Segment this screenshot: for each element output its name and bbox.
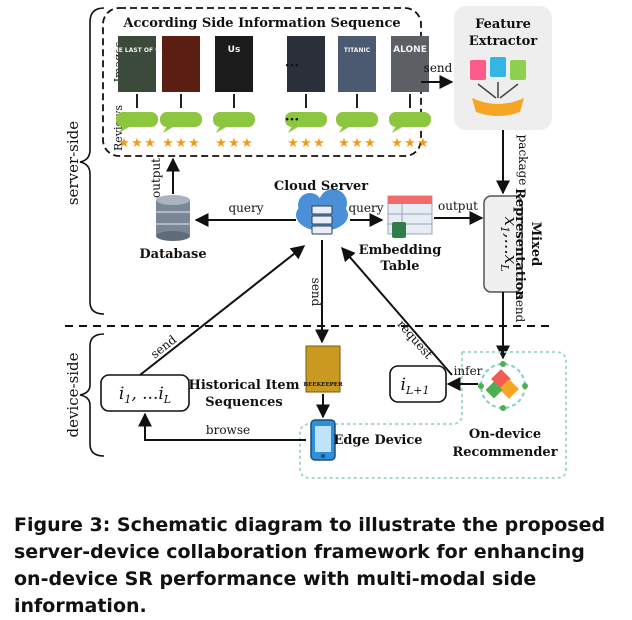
star-icon: ★ [300, 136, 312, 151]
star-icon: ★ [175, 136, 187, 151]
edge-query-database-label: query [228, 201, 263, 215]
edge-browse [138, 412, 306, 441]
star-icon: ★ [287, 136, 299, 151]
edge-package-label: package [516, 135, 530, 186]
star-icon: ★ [241, 136, 253, 151]
recommender-region [299, 351, 567, 479]
poster-6-title: ALONE [393, 45, 427, 55]
embedding-table-icon [387, 195, 433, 238]
edge-send-edge-device-label: send [309, 278, 323, 307]
star-icon: ★ [351, 136, 363, 151]
edge-send-recommender-label: send [513, 294, 527, 323]
star-icon: ★ [313, 136, 325, 151]
star-icon: ★ [228, 136, 240, 151]
review-ellipsis: ··· [285, 112, 300, 128]
edge-send-history [139, 245, 306, 376]
poster-1-title: THE LAST OF US [110, 47, 165, 54]
review-bubble-tail-4 [288, 126, 298, 133]
poster-3 [215, 36, 253, 92]
star-icon: ★ [118, 136, 130, 151]
review-bubble-tail-1 [119, 126, 129, 133]
review-bubble-1 [116, 112, 158, 127]
device-side-label: device-side [64, 352, 82, 437]
edge-browse-label: browse [206, 423, 250, 437]
recommended-poster: BEEKEEPER [303, 345, 343, 393]
review-bubble-tail-6 [392, 126, 402, 133]
poster-1 [118, 36, 156, 92]
edge-output-embedding-label: output [438, 199, 478, 213]
review-bubble-tail-2 [163, 126, 173, 133]
edge-send-extractor-label: send [424, 61, 453, 75]
edge-request-label: request [395, 317, 436, 361]
poster-2 [162, 36, 200, 92]
next-item-box [389, 365, 447, 403]
recommender-icon [478, 361, 528, 411]
star-icon: ★ [188, 136, 200, 151]
review-bubble-3 [213, 112, 255, 127]
cloud-server-label: Cloud Server [274, 179, 368, 194]
star-icon: ★ [162, 136, 174, 151]
device-side-bracket [79, 333, 105, 457]
poster-5 [338, 36, 376, 92]
cloud-server-icon [296, 189, 348, 235]
review-bubble-4 [285, 112, 327, 127]
historical-sequence-value: i1, ...iL [119, 384, 171, 406]
star-icon: ★ [338, 136, 350, 151]
edge-output-database-label: output [149, 158, 163, 198]
server-side-bracket [79, 7, 105, 315]
poster-5-title: TITANIC [344, 47, 371, 54]
edge-device-label: Edge Device [333, 433, 422, 448]
side-information-title: According Side Information Sequence [122, 16, 400, 31]
review-bubble-tail-5 [339, 126, 349, 133]
edge-request [341, 246, 453, 376]
star-icon: ★ [144, 136, 156, 151]
server-side-label: server-side [64, 121, 82, 205]
edge-device-icon [310, 419, 336, 461]
review-bubble-2 [160, 112, 202, 127]
poster-sequence: THE LAST OF US★★★★★★Us★★★★★★TITANIC★★★AL… [110, 36, 431, 151]
star-icon: ★ [215, 136, 227, 151]
historical-sequence-box [100, 374, 190, 412]
poster-3-title: Us [228, 45, 241, 55]
star-icon: ★ [417, 136, 429, 151]
star-icon: ★ [364, 136, 376, 151]
poster-ellipsis: ··· [285, 58, 300, 74]
database-label: Database [139, 247, 206, 262]
star-icon: ★ [391, 136, 403, 151]
poster-4 [287, 36, 325, 92]
figure-caption: Figure 3: Schematic diagram to illustrat… [14, 514, 606, 617]
review-bubble-tail-3 [216, 126, 226, 133]
feature-extractor-icon [470, 57, 526, 116]
edge-query-embedding-label: query [348, 201, 383, 215]
star-icon: ★ [131, 136, 143, 151]
database-icon [156, 195, 190, 241]
recommended-poster-title: BEEKEEPER [303, 382, 343, 388]
review-bubble-5 [336, 112, 378, 127]
review-bubble-6 [389, 112, 431, 127]
star-icon: ★ [404, 136, 416, 151]
framework-diagram: server-side device-side According Side I… [64, 6, 567, 479]
mixed-representation-label: MixedRepresentation [512, 188, 543, 300]
edge-infer-label: infer [454, 364, 483, 378]
